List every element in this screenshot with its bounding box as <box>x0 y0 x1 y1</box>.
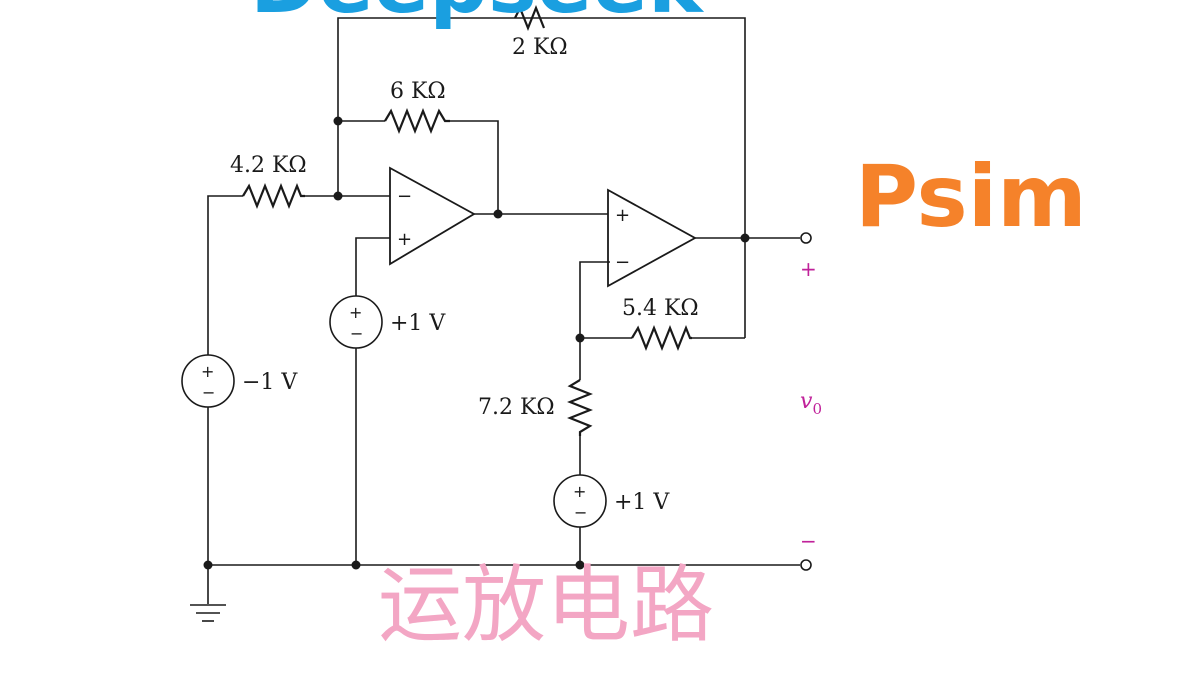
opamp2-plus-sign: + <box>615 205 630 226</box>
svg-text:−: − <box>350 324 363 343</box>
label-source-left: −1 V <box>242 370 298 395</box>
voltage-source-right: + − <box>553 474 607 528</box>
voltage-source-mid: + − <box>329 295 383 349</box>
label-source-mid: +1 V <box>390 311 446 336</box>
junction-dot <box>203 560 213 570</box>
junction-dot <box>740 233 750 243</box>
resistor-7-2k <box>567 379 593 436</box>
ground-icon <box>190 604 226 622</box>
wire-opamp1-plus <box>355 237 390 296</box>
junction-dot <box>351 560 361 570</box>
label-4-2k: 4.2 KΩ <box>230 153 307 178</box>
svg-text:−: − <box>574 503 587 522</box>
label-6k: 6 KΩ <box>390 79 446 104</box>
opamp1-minus-sign: − <box>397 186 412 207</box>
svg-text:+: + <box>349 303 362 322</box>
output-voltage-label: v0 <box>800 389 822 418</box>
output-minus-sign: − <box>800 529 817 553</box>
wire-outer-feedback <box>337 17 746 338</box>
label-5-4k: 5.4 KΩ <box>622 296 699 321</box>
svg-text:+: + <box>573 482 586 501</box>
junction-dot <box>493 209 503 219</box>
resistor-5-4k <box>631 325 692 351</box>
wire-inner-feedback-right <box>450 120 499 214</box>
output-terminal-positive <box>800 232 812 244</box>
label-7-2k: 7.2 KΩ <box>478 395 555 420</box>
label-2k: 2 KΩ <box>512 35 568 60</box>
resistor-2k <box>514 5 546 31</box>
junction-dot <box>333 116 343 126</box>
output-plus-sign: + <box>800 257 817 281</box>
opamp-1: − + <box>389 166 476 266</box>
junction-dot <box>575 560 585 570</box>
junction-dot <box>575 333 585 343</box>
opamp1-plus-sign: + <box>397 229 412 250</box>
wire-opamp2-minus <box>579 261 610 338</box>
resistor-4-2k <box>242 183 305 209</box>
overlay-psim-text: Psim <box>855 147 1087 247</box>
opamp-2: + − <box>607 188 697 288</box>
resistor-6k <box>384 108 450 134</box>
overlay-title-text: Deepseek <box>250 0 705 32</box>
output-terminal-negative <box>800 559 812 571</box>
label-source-right: +1 V <box>614 490 670 515</box>
svg-text:+: + <box>201 362 214 381</box>
junction-dot <box>333 191 343 201</box>
overlay-chinese-text: 运放电路 <box>378 556 714 654</box>
opamp2-minus-sign: − <box>615 252 630 273</box>
wire-left-input-up <box>207 195 243 355</box>
svg-text:−: − <box>202 383 215 402</box>
voltage-source-left: + − <box>181 354 235 408</box>
